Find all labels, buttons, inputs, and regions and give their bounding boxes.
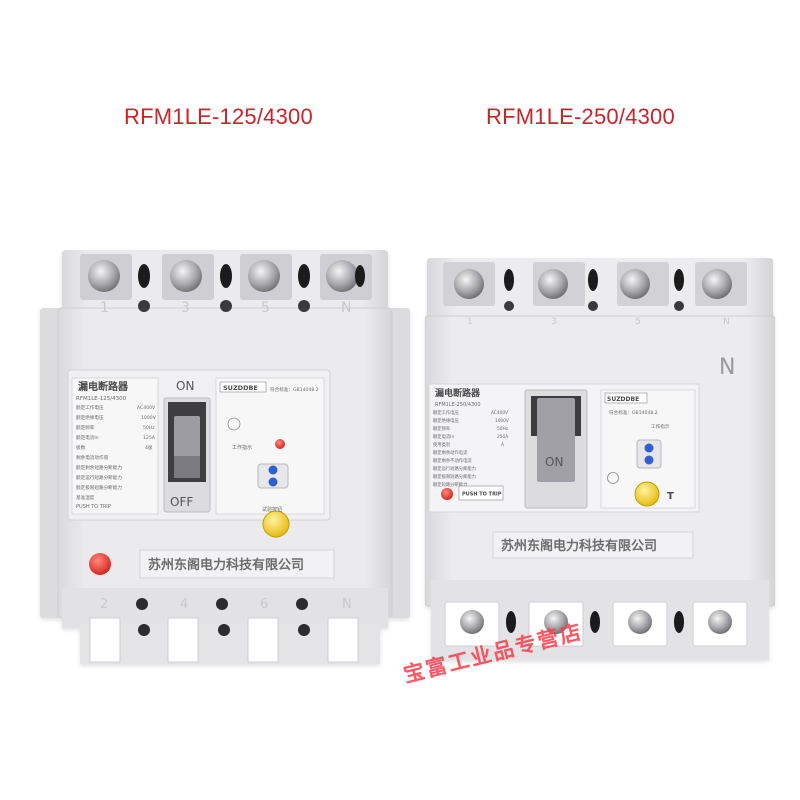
terminal-screw-icon[interactable]: [454, 269, 484, 299]
spec-value: 50Hz: [143, 425, 155, 431]
push-to-trip-label: PUSH TO TRIP: [462, 492, 502, 498]
push-to-trip-label: PUSH TO TRIP: [76, 504, 111, 510]
terminal-screw-icon[interactable]: [702, 269, 732, 299]
selector-dial-icon[interactable]: [644, 455, 654, 465]
spec-row: 额定绝缘电压: [76, 414, 104, 421]
terminal-number: 2: [100, 597, 108, 612]
terminal-screw-icon[interactable]: [170, 260, 202, 292]
terminal-number: 1: [100, 300, 109, 316]
terminal-number: N: [342, 597, 352, 612]
spec-row: 额定绝缘电压: [433, 417, 459, 424]
reset-button[interactable]: [441, 488, 453, 500]
spec-row: 极数: [76, 444, 86, 451]
company-name: 苏州东阁电力科技有限公司: [148, 557, 304, 573]
spec-row: 额定极限短路分断能力: [76, 484, 122, 491]
brand-logo: SUZDDBE: [607, 396, 639, 403]
panel-title: 漏电断路器: [78, 380, 129, 393]
terminal-number: 3: [181, 300, 190, 316]
panel-model: RFM1LE-125/4300: [76, 396, 127, 402]
spec-row: 额定频率: [76, 424, 95, 431]
terminal-screw-icon[interactable]: [248, 260, 280, 292]
spec-value: 1000V: [141, 415, 157, 421]
spec-value: 250A: [497, 434, 508, 440]
breaker-handle[interactable]: [537, 398, 575, 482]
terminal-screw-icon[interactable]: [88, 260, 120, 292]
spec-row: 额定工作电压: [76, 404, 104, 411]
breaker-handle[interactable]: [174, 416, 200, 460]
terminal-screw-icon[interactable]: [620, 269, 650, 299]
spec-row: 剩余电流动作值: [76, 454, 109, 461]
terminal-number: 1: [467, 317, 473, 327]
terminal-number: 5: [261, 300, 270, 316]
terminal-screw-icon[interactable]: [326, 260, 358, 292]
selector-dial-icon[interactable]: [268, 477, 278, 487]
spec-row: 额定运行短路分断能力: [433, 465, 476, 472]
spec-row: 额定电流In: [433, 433, 454, 440]
work-indicator-label: 工作指示: [651, 423, 670, 430]
standard-label: 符合标准：GB14048.2: [270, 386, 319, 393]
ccc-mark-icon: [227, 417, 241, 431]
spec-value: A: [501, 442, 504, 448]
terminal-screw-icon[interactable]: [460, 610, 484, 634]
left-breaker: 1 3 5 N 漏电断路器 RFM1LE-125/4300 额定工作电压 额定绝…: [40, 250, 410, 664]
handle-off-label: OFF: [170, 495, 193, 509]
test-button[interactable]: [262, 510, 290, 538]
panel-title: 漏电断路器: [435, 387, 481, 399]
model-title-left: RFM1LE-125/4300: [124, 104, 313, 129]
right-breaker: 1 3 5 N N 漏电断路器 RFM1LE-250/4300 额定工作电压 额…: [425, 258, 775, 660]
spec-row: 额定运行短路分断能力: [76, 474, 122, 481]
company-name: 苏州东阁电力科技有限公司: [501, 538, 657, 554]
ccc-mark-icon: [607, 472, 619, 484]
spec-row: 额定电流In: [76, 434, 99, 441]
spec-value: 1000V: [495, 418, 509, 424]
spec-row: 额定剩余短路分断能力: [76, 464, 122, 471]
test-button[interactable]: [634, 481, 660, 507]
spec-row: 额定频率: [433, 425, 451, 432]
standard-label: 符合标准：GB14048.2: [609, 409, 658, 416]
selector-dial-icon[interactable]: [644, 443, 654, 453]
terminal-screw-icon[interactable]: [538, 269, 568, 299]
spec-value: AC400V: [137, 405, 156, 411]
handle-on-label: ON: [545, 455, 563, 469]
terminal-screw-icon[interactable]: [628, 610, 652, 634]
work-indicator-light: [275, 439, 285, 449]
terminal-number: N: [723, 317, 730, 327]
terminal-screw-icon[interactable]: [708, 610, 732, 634]
spec-row: 额定剩余不动作电流: [433, 457, 472, 464]
spec-value: 125A: [143, 435, 156, 441]
spec-row: 使用类别: [433, 441, 450, 448]
terminal-number: 4: [180, 597, 188, 612]
spec-value: 4极: [145, 444, 153, 451]
top-terminal-screws: [88, 260, 358, 292]
spec-value: 50Hz: [497, 426, 509, 432]
spec-row: 额定极限短路分断能力: [433, 473, 476, 480]
spec-list: 额定工作电压 额定绝缘电压 额定频率 额定电流In 极数 剩余电流动作值 额定剩…: [76, 404, 122, 501]
spec-row: 额定短路分断能力: [433, 481, 467, 488]
terminal-screw-icon[interactable]: [544, 610, 568, 634]
model-title-right: RFM1LE-250/4300: [486, 104, 675, 129]
neutral-marker: N: [719, 355, 735, 380]
panel-model: RFM1LE-250/4300: [435, 402, 481, 408]
test-button-label: 试验按钮: [262, 506, 282, 513]
terminal-number: 5: [635, 317, 641, 327]
terminal-number: 6: [260, 597, 268, 612]
test-marker: T: [667, 491, 674, 502]
selector-dial-icon[interactable]: [268, 465, 278, 475]
terminal-number: 3: [551, 317, 557, 327]
spec-row: 基准温度: [76, 494, 95, 501]
spec-value: AC400V: [491, 410, 508, 416]
handle-on-label: ON: [176, 379, 194, 393]
spec-row: 额定剩余动作电流: [433, 449, 468, 456]
brand-logo: SUZDDBE: [223, 384, 258, 392]
spec-row: 额定工作电压: [433, 409, 459, 416]
reset-button[interactable]: [89, 553, 111, 575]
work-indicator-label: 工作指示: [232, 444, 252, 451]
terminal-number: N: [341, 300, 351, 316]
